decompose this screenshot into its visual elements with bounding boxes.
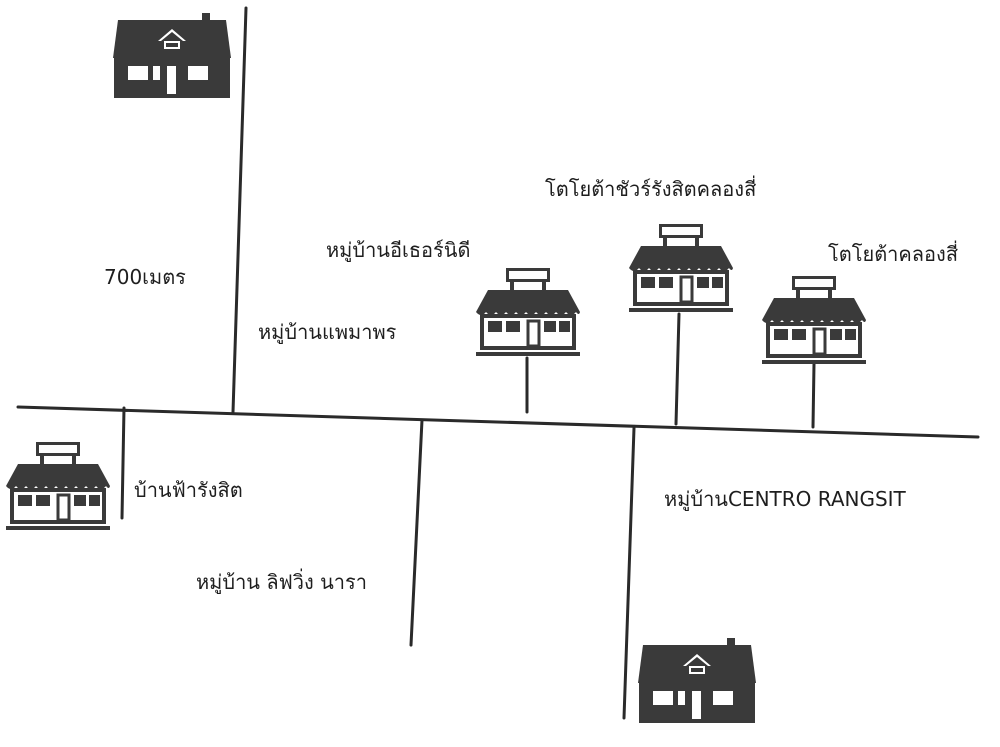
label-paemaporn: หมู่บ้านแพมาพร [258, 320, 397, 344]
shop-icon [762, 276, 866, 364]
label-ban-fa-rangsit: บ้านฟ้ารังสิต [134, 478, 243, 502]
shop-icon [629, 224, 733, 312]
house-icon [638, 638, 756, 723]
label-centro-rangsit: หมู่บ้านCENTRO RANGSIT [664, 487, 906, 511]
side-road-ban-fa [120, 406, 126, 520]
label-toyota-klong4: โตโยต้าคลองสี่ [828, 242, 959, 266]
connector-toyota-klong4 [811, 362, 816, 429]
label-toyota-chua: โตโยต้าชัวร์รังสิตคลองสี่ [545, 177, 757, 201]
shop-icon [476, 268, 580, 356]
label-living-nara: หมู่บ้าน ลิฟวิ่ง นารา [196, 570, 367, 594]
label-ether-nidi: หมู่บ้านอีเธอร์นิดี [326, 238, 471, 262]
shop-icon [6, 442, 110, 530]
main-road [16, 405, 980, 439]
side-road-north [231, 6, 248, 414]
connector-toyota-chua [674, 312, 681, 426]
label-distance: 700เมตร [104, 265, 186, 289]
side-road-living-nara [409, 418, 424, 647]
side-road-centro [622, 426, 636, 720]
house-icon [113, 13, 231, 98]
